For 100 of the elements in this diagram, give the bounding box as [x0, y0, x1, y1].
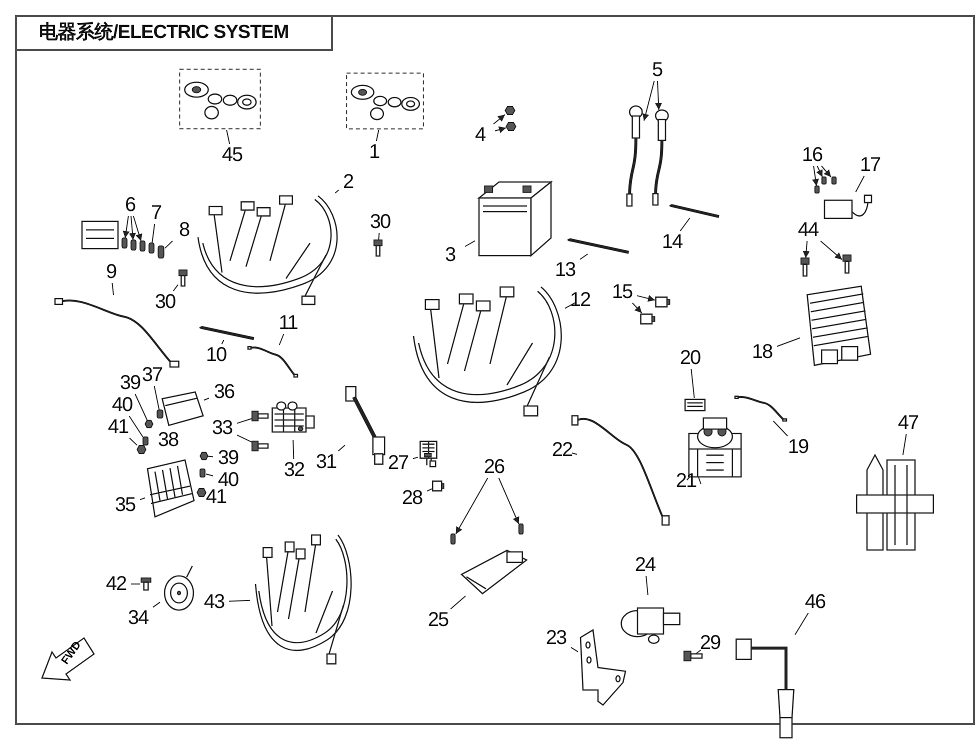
callout-number: 14 — [657, 231, 687, 253]
callout-number: 32 — [279, 459, 309, 481]
terminal-drawing — [148, 243, 155, 253]
callout-number: 9 — [96, 261, 126, 283]
leader-line — [680, 218, 690, 232]
callout-number: 43 — [199, 591, 229, 613]
callout-number: 12 — [565, 289, 595, 311]
leader-line — [122, 216, 130, 238]
callout-number: 44 — [793, 219, 823, 241]
leader-line — [338, 444, 346, 452]
callout-number: 16 — [797, 144, 827, 166]
fuse-drawing — [684, 398, 706, 412]
terminal-drawing — [518, 524, 524, 534]
nut-drawing — [200, 452, 208, 460]
connector-drawing — [655, 296, 670, 308]
terminal-drawing — [450, 534, 456, 544]
leader-line — [152, 224, 156, 244]
callout-number: 8 — [169, 219, 199, 241]
connector-drawing — [432, 480, 444, 492]
leader-line — [820, 240, 842, 260]
leader-line — [412, 456, 418, 460]
cable-tie-drawing — [568, 238, 630, 254]
cable-drawing — [626, 106, 644, 206]
callout-number: 10 — [201, 344, 231, 366]
leader-line — [221, 340, 224, 344]
leader-line — [129, 438, 138, 446]
leader-line — [772, 420, 788, 436]
callout-number: 34 — [123, 607, 153, 629]
leader-line — [450, 596, 466, 610]
bolt-drawing — [684, 650, 702, 662]
nut-drawing — [145, 420, 153, 428]
callout-number: 29 — [695, 632, 725, 654]
cable-tie-drawing — [200, 326, 255, 340]
leader-line — [821, 166, 832, 178]
leader-line — [636, 295, 656, 302]
nut-drawing — [137, 445, 146, 454]
leader-line — [154, 386, 160, 410]
callout-number: 2 — [333, 171, 363, 193]
leader-line — [292, 440, 294, 460]
callout-number: 30 — [365, 211, 395, 233]
callout-number: 42 — [101, 573, 131, 595]
leader-line — [206, 474, 214, 476]
callout-number: 25 — [423, 609, 453, 631]
terminal-drawing — [814, 186, 820, 193]
cable-drawing — [652, 110, 670, 205]
callout-number: 11 — [273, 312, 303, 334]
leader-line — [140, 497, 146, 500]
terminal-drawing — [157, 246, 165, 258]
callout-number: 35 — [110, 494, 140, 516]
bracket-drawing — [578, 630, 628, 705]
leader-line — [204, 398, 210, 401]
callout-number: 41 — [201, 486, 231, 508]
callout-number: 13 — [550, 259, 580, 281]
callout-number: 22 — [547, 439, 577, 461]
leader-line — [646, 576, 648, 596]
callout-number: 30 — [150, 291, 180, 313]
callout-number: 15 — [607, 281, 637, 303]
bolt-drawing — [178, 270, 188, 286]
callout-number: 33 — [207, 417, 237, 439]
callout-number: 1 — [359, 141, 389, 163]
terminal-drawing — [121, 238, 128, 248]
callout-number: 38 — [156, 429, 180, 451]
nut-drawing — [197, 488, 206, 497]
terminal-drawing — [831, 177, 837, 184]
leader-line — [164, 240, 173, 249]
cable-tie-drawing — [670, 204, 720, 218]
leader-line — [129, 216, 136, 240]
terminal-drawing — [199, 469, 206, 477]
leader-line — [642, 80, 655, 122]
bolt-drawing — [140, 578, 152, 590]
callout-number: 23 — [541, 627, 571, 649]
callout-number: 5 — [642, 59, 672, 81]
callout-number: 4 — [465, 124, 495, 146]
diagram-title: 电器系统/ELECTRIC SYSTEM — [15, 15, 333, 51]
leader-line — [226, 130, 230, 144]
callout-number: 17 — [855, 154, 885, 176]
battery-drawing — [475, 178, 555, 258]
leader-line — [816, 166, 823, 178]
leader-line — [493, 114, 506, 124]
connector-drawing — [640, 313, 655, 325]
callout-number: 41 — [103, 416, 133, 438]
callout-number: 27 — [383, 452, 413, 474]
nut-drawing — [505, 106, 515, 115]
leader-line — [794, 612, 809, 636]
leader-line — [655, 80, 662, 110]
callout-number: 39 — [213, 447, 243, 469]
leader-line — [278, 334, 284, 346]
fuse-box-drawing — [145, 460, 195, 518]
leader-line — [498, 478, 520, 524]
leader-line — [426, 488, 432, 492]
callout-number: 47 — [893, 412, 923, 434]
leader-line — [132, 216, 142, 242]
terminal-drawing — [142, 437, 149, 445]
leader-line — [376, 130, 380, 142]
callout-number: 31 — [311, 451, 341, 473]
forward-arrow — [40, 636, 96, 682]
leader-line — [236, 418, 252, 424]
bolt-drawing — [842, 255, 852, 273]
control-unit-drawing — [458, 548, 528, 596]
bolt-drawing — [373, 240, 383, 256]
